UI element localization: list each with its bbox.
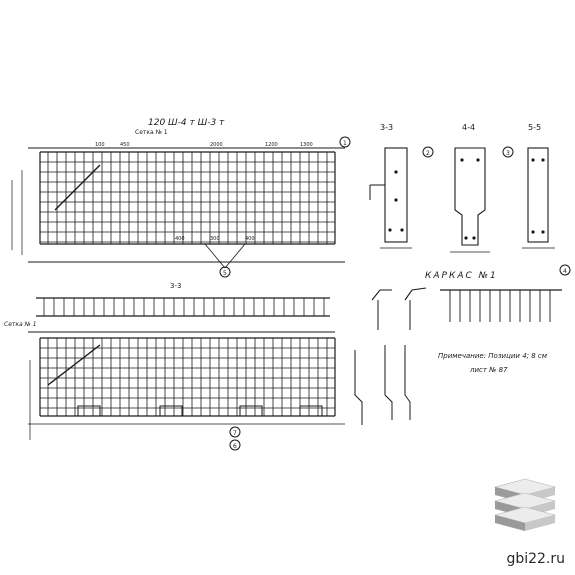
elevation-title: 120 Ш-4 т Ш-3 т [148,118,225,128]
stirrup-note-middle: Сетка № 1 [4,321,37,328]
callout-2: 2 [426,150,430,157]
note-line-1: Примечание: Позиции 4; 8 см [438,352,548,360]
cage-title: КАРКАС №1 [425,271,498,281]
dim-top-4: 1200 [265,142,278,148]
rebar-grid-lower [40,338,335,416]
section-title-4: 4-4 [462,123,475,132]
section-label-lower: 3-3 [170,282,181,290]
dim-top-5: 1300 [300,142,313,148]
section-title-5: 5-5 [528,123,541,132]
dim-bottom-1: 400 [175,236,185,242]
dim-bottom-3: 400 [245,236,255,242]
dim-top-1: 100 [95,142,105,148]
note-line-2: лист № 87 [469,366,508,374]
section-5-5 [522,147,555,249]
rebar-grid-upper [40,152,335,244]
watermark-site: gbi22.ru [506,551,565,567]
callout-5: 5 [223,270,227,277]
callout-7: 7 [233,430,237,437]
dim-top-2: 450 [120,142,130,148]
lower-elevation: 7 6 [28,331,345,451]
section-views: 3-3 4-4 5-5 2 3 [369,123,555,253]
stacked-slabs-logo [493,478,557,531]
callout-4: 4 [563,268,567,275]
cage-detail: КАРКАС №1 4 [354,264,571,425]
watermark: gbi22.ru [475,477,565,567]
dim-top-3: 2000 [210,142,223,148]
callout-3: 3 [506,150,510,157]
section-title-3: 3-3 [380,123,393,132]
section-4-4 [450,147,490,253]
stirrup-note-upper: Сетка № 1 [135,129,168,136]
dim-bottom-2: 300 [210,236,220,242]
callout-6: 6 [233,443,237,450]
middle-rebar-strip: 3-3 Сетка № 1 [4,282,330,328]
rebar-strip-bars [43,298,325,316]
drawing-note: Примечание: Позиции 4; 8 см лист № 87 [438,352,548,374]
upper-elevation: 120 Ш-4 т Ш-3 т 100 450 2000 1200 1300 4… [11,118,351,278]
callout-1: 1 [343,140,347,147]
cage-bars [449,290,551,322]
section-3-3 [369,147,412,249]
